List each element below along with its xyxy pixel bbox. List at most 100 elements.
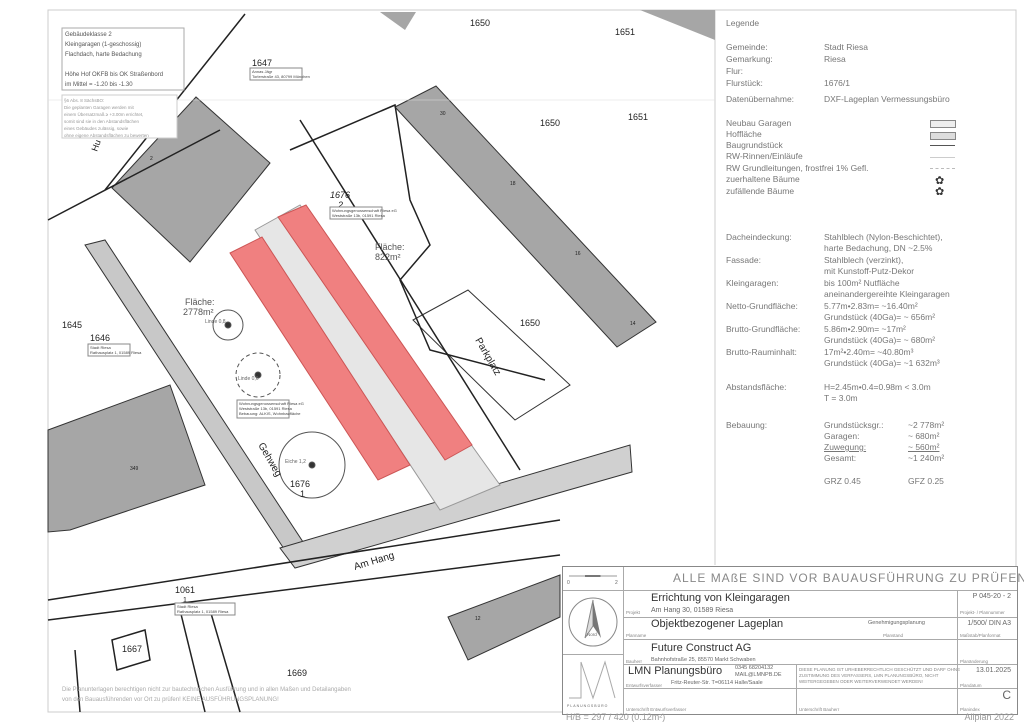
field-label: Entwurfsverfasser [626, 683, 663, 688]
note-line: ohne eigene Abstandsflächen zu bewerten [64, 133, 149, 138]
spec-value: Grundstück (40Ga)= ~1 632m³ [824, 358, 940, 368]
spec-label: Brutto-Grundfläche: [726, 324, 801, 334]
spec-value: T = 3.0m [824, 393, 858, 403]
area-value: 822m² [375, 252, 401, 262]
parcel-label: 1676 [290, 479, 310, 489]
tree-markers [212, 309, 346, 499]
building-long [394, 85, 657, 348]
parcel-label: 1676 [330, 190, 350, 200]
spec-value: Stahlblech (Nylon-Beschichtet), [824, 232, 943, 242]
signature-field: Unterschrift Entwurfsverfasser [626, 707, 687, 712]
parcel-label: 1647 [252, 58, 272, 68]
parcel-label: 1650 [540, 118, 560, 128]
parkplatz-area [412, 289, 571, 421]
field-label: Planänderung [960, 659, 989, 664]
building-number: 14 [630, 321, 636, 327]
field-label: Projekt [626, 610, 641, 615]
office-address: Fritz-Reuter-Str. T=06114 Halle/Saale [671, 680, 763, 686]
spec-label: Dacheindeckung: [726, 232, 792, 242]
legend-panel: Legende Gemeinde:Stadt Riesa Gemarkung:R… [718, 10, 1015, 500]
client-name: Future Construct AG [651, 642, 752, 654]
legend-item: Hoffläche [726, 129, 762, 139]
spec-value: 5.77m•2.83m= ~16.40m² [824, 301, 918, 311]
building-12 [447, 574, 561, 661]
note-line: eines Gebäudes zulässig, sowie [64, 126, 129, 131]
owner-line: Rathausplatz 1, 01589 Riesa [177, 609, 229, 614]
garage-row-right [277, 204, 473, 461]
disclaimer-line: Die Planunterlagen berechtigen nicht zur… [62, 687, 351, 693]
tree-keep-icon: ✿ [935, 175, 945, 187]
building-349 [47, 384, 206, 533]
note-line: im Mittel = -1.20 bis -1.30 [65, 82, 133, 88]
info-label: Flur: [726, 66, 743, 76]
spec-value: Grundstück (40Ga)= ~ 656m² [824, 312, 936, 322]
owner-line: Stadt Riesa [90, 345, 111, 350]
spec-value: 5.86m•2.90m= ~17m² [824, 324, 906, 334]
building [380, 12, 416, 30]
bebauung-key: Zuwegung: [824, 442, 867, 452]
bebauung-label: Bebauung: [726, 420, 768, 430]
bebauung-key: Grundstücksgr.: [824, 420, 884, 430]
legend-item: RW-Rinnen/Einläufe [726, 151, 803, 161]
info-label: Gemeinde: [726, 42, 768, 52]
parcel-label: 2 [337, 200, 343, 210]
owner-line: Annas Jägr [252, 69, 273, 74]
field-label: Planstand [883, 633, 904, 638]
owner-line: Weststraße 13b, 01591 Riesa [332, 213, 386, 218]
owner-line: Torlerstraße 43, 80799 München [252, 74, 310, 79]
grz-value: GRZ 0.45 [824, 476, 861, 486]
note-line: Höhe Hof OKFB bis OK Straßenbord [65, 72, 163, 78]
area-value: 2778m² [183, 307, 214, 317]
spec-value: mit Kunstoff-Putz-Dekor [824, 266, 915, 276]
parcel-label: 1 [300, 489, 305, 499]
bebauung-key: Garagen: [824, 431, 860, 441]
legend-item: zufällende Bäume [726, 186, 795, 196]
scale-tick: 0 [567, 580, 570, 586]
sheet-frame [47, 9, 1017, 713]
logo-text: PLANUNGSBÜRO [567, 704, 609, 708]
scale-tick: 2 [615, 580, 618, 586]
info-value: 1676/1 [824, 78, 850, 88]
note-line: Flachdach, harte Bedachung [65, 52, 142, 58]
info-value: Riesa [824, 54, 846, 64]
building [640, 10, 715, 40]
client-address: Bahnhofstraße 25, 85570 Markt Schwaben [651, 657, 756, 663]
building-number: 30 [440, 111, 446, 117]
spec-label: Kleingaragen: [726, 278, 779, 288]
info-label: Flurstück: [726, 78, 763, 88]
spec-value: harte Bedachung, DN ~2.5% [824, 243, 933, 253]
bebauung-value: ~ 680m² [908, 431, 940, 441]
title-block: 0 2 Nord PLANUNGSBÜRO ALLE MAßE SIND VOR… [562, 566, 1024, 715]
info-value: DXF-Lageplan Vermessungsbüro [824, 94, 950, 104]
building-number: 12 [475, 616, 481, 622]
note-line: §6 Abs. 8 SächsBO: [64, 98, 104, 103]
parcel-label: 1650 [470, 18, 490, 28]
project-address: Am Hang 30, 01589 Riesa [651, 607, 734, 614]
spec-value: Stahlblech (verzinkt), [824, 255, 904, 265]
owner-line: Bebauung: ALKIS, Wohnbaufläche [239, 411, 301, 416]
office-mail[interactable]: MAIL@LMNPB.DE [735, 672, 782, 678]
spec-value: 17m²•2.40m= ~40.80m³ [824, 347, 914, 357]
signature-field: Unterschrift Bauherr [799, 707, 840, 712]
owner-line: Wohnungsgenossenschaft Riesa eG [239, 401, 304, 406]
plan-scale: 1/500/ DIN A3 [967, 620, 1011, 627]
spec-value: bis 100m² Nutfläche [824, 278, 900, 288]
north-label: Nord [587, 632, 597, 637]
spec-value: H=2.45m•0.4=0.98m < 3.0m [824, 382, 931, 392]
north-arrow: Nord [563, 590, 624, 655]
street-fragment: Hu [89, 138, 102, 152]
spec-label: Brutto-Rauminhalt: [726, 347, 797, 357]
legend-item: Baugrundstück [726, 140, 783, 150]
copyright-line: ZUSTIMMUNG DES VERFASSERS, LMN PLANUNGSB… [799, 673, 939, 678]
parcel-label: 1669 [287, 668, 307, 678]
parcel-label: 1645 [62, 320, 82, 330]
warning-banner: ALLE MAßE SIND VOR BAUAUSFÜHRUNG ZU PRÜF… [673, 571, 1024, 585]
field-label: Plandatum [960, 683, 982, 688]
parcel-label: 1 [183, 597, 187, 604]
rinne-swatch [930, 157, 955, 158]
info-value: Stadt Riesa [824, 42, 868, 52]
building-number: 16 [575, 251, 581, 257]
legend-title: Legende [726, 18, 760, 28]
tree-label: Eiche 1,2 [285, 459, 306, 465]
parcel-label: 1651 [615, 27, 635, 37]
